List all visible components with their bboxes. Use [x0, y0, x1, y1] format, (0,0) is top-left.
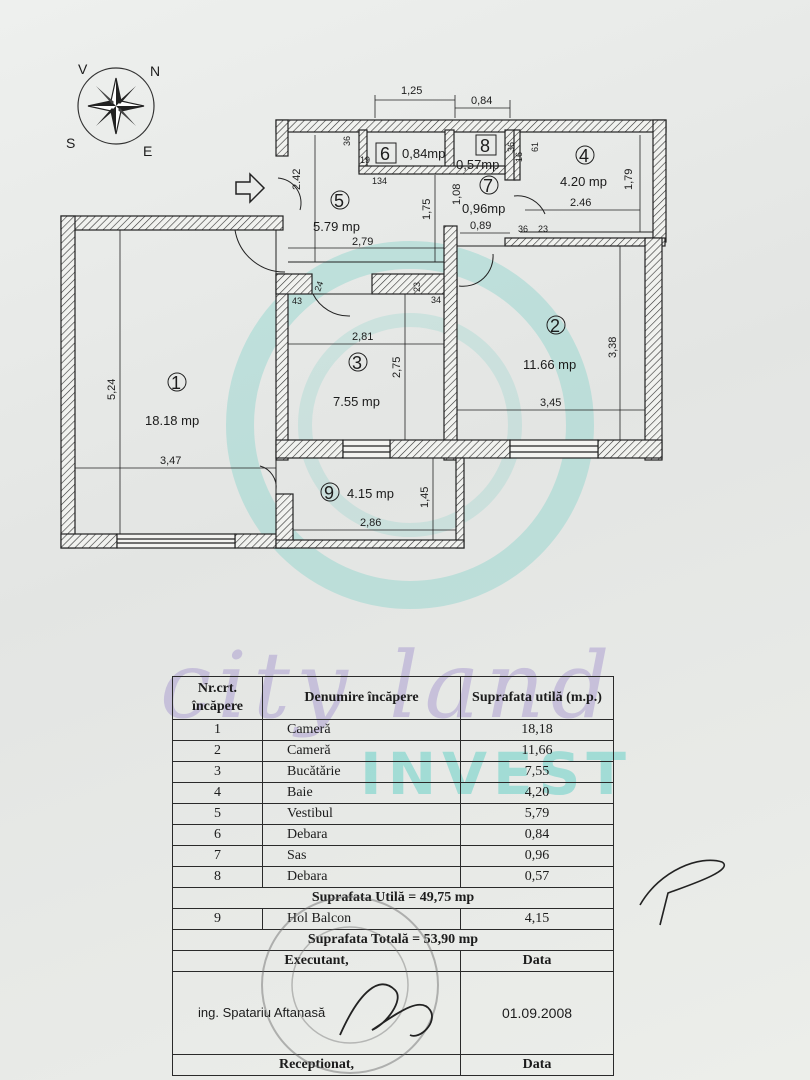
rooms-table: Nr.crt. încăpere Denumire încăpere Supra… — [172, 676, 614, 1076]
room-9-label: 9 — [320, 482, 340, 503]
area-room-4: 4.20 mp — [560, 174, 607, 189]
area-room-8: 0,57mp — [456, 157, 499, 172]
svg-text:1,75: 1,75 — [421, 199, 433, 220]
room-areas: 18.18 mp 11.66 mp 7.55 mp 4.20 mp 5.79 m… — [145, 146, 607, 501]
compass-icon: N E S V — [66, 61, 160, 159]
compass-e: E — [143, 143, 152, 159]
interior-lines — [74, 177, 653, 535]
total-area: Suprafata Totală = 53,90 mp — [172, 929, 614, 951]
total-row: Suprafata Totală = 53,90 mp — [172, 929, 614, 951]
area-room-9: 4.15 mp — [347, 486, 394, 501]
svg-text:3,38: 3,38 — [607, 337, 619, 358]
data-label-2: Data — [460, 1054, 614, 1076]
svg-text:2.42: 2.42 — [291, 169, 303, 190]
svg-text:7: 7 — [483, 176, 493, 196]
svg-text:36: 36 — [506, 142, 516, 152]
room-2-label: 2 — [546, 315, 566, 336]
svg-text:134: 134 — [372, 176, 387, 186]
svg-text:2.46: 2.46 — [570, 197, 591, 209]
executant-date: 01.09.2008 — [460, 971, 614, 1055]
svg-text:1,45: 1,45 — [419, 487, 431, 508]
room-numbers: 1 2 3 4 5 6 7 8 9 — [167, 134, 595, 503]
watermark-circle — [226, 241, 594, 609]
walls — [60, 119, 667, 549]
header-name: Denumire încăpere — [262, 676, 461, 720]
area-room-5: 5.79 mp — [313, 219, 360, 234]
receptionat-label: Receptionat, — [172, 1054, 461, 1076]
svg-text:1,08: 1,08 — [451, 184, 463, 205]
room-3-label: 3 — [348, 352, 368, 373]
svg-text:1: 1 — [171, 373, 181, 393]
svg-text:43: 43 — [292, 296, 302, 306]
area-room-3: 7.55 mp — [333, 394, 380, 409]
executant-label: Executant, — [172, 950, 461, 972]
area-room-1: 18.18 mp — [145, 413, 199, 428]
room-8-label: 8 — [475, 134, 497, 156]
entrance-arrow-icon — [235, 172, 266, 204]
svg-text:19: 19 — [360, 155, 370, 165]
svg-text:0,89: 0,89 — [470, 220, 491, 232]
dimension-texts: 1,25 0,84 2.42 134 1,08 1,75 2,79 0,89 2… — [106, 85, 635, 529]
header-area: Suprafata utilă (m.p.) — [460, 676, 614, 720]
svg-text:23: 23 — [412, 282, 422, 292]
svg-text:2,75: 2,75 — [391, 357, 403, 378]
svg-text:2,79: 2,79 — [352, 236, 373, 248]
area-room-2: 11.66 mp — [523, 357, 576, 372]
compass-v: V — [78, 61, 88, 77]
room-6-label: 6 — [375, 142, 397, 164]
svg-text:1,25: 1,25 — [401, 85, 422, 97]
svg-text:36: 36 — [518, 224, 528, 234]
receptionat-row: Receptionat, Data — [172, 1054, 614, 1076]
table-header-row: Nr.crt. încăpere Denumire încăpere Supra… — [172, 676, 614, 720]
svg-text:3: 3 — [352, 353, 362, 373]
executant-row: ing. Spatariu Aftanasă 01.09.2008 — [172, 971, 614, 1055]
compass-n: N — [150, 63, 160, 79]
svg-text:2,81: 2,81 — [352, 331, 373, 343]
svg-text:3,45: 3,45 — [540, 397, 561, 409]
svg-text:24: 24 — [312, 280, 325, 293]
dimension-lines — [75, 95, 645, 540]
room-4-label: 4 — [575, 145, 595, 166]
area-room-7: 0,96mp — [462, 201, 505, 216]
svg-text:2: 2 — [550, 316, 560, 336]
svg-text:16: 16 — [514, 152, 524, 162]
floor-plan: N E S V — [60, 61, 667, 609]
svg-text:8: 8 — [480, 136, 490, 156]
svg-text:36: 36 — [342, 136, 352, 146]
executant-name: ing. Spatariu Aftanasă — [198, 1005, 326, 1020]
svg-text:4: 4 — [579, 146, 589, 166]
data-label: Data — [460, 950, 614, 972]
compass-s: S — [66, 135, 75, 151]
svg-text:34: 34 — [431, 295, 441, 305]
svg-text:6: 6 — [380, 144, 390, 164]
svg-text:5: 5 — [334, 191, 344, 211]
header-nr: Nr.crt. încăpere — [172, 676, 263, 720]
room-5-label: 5 — [330, 190, 350, 211]
svg-text:9: 9 — [324, 483, 334, 503]
total-util-row: Suprafata Utilă = 49,75 mp — [172, 887, 614, 909]
area-room-6: 0,84mp — [402, 146, 445, 161]
executant-header-row: Executant, Data — [172, 950, 614, 972]
room-1-label: 1 — [167, 372, 187, 393]
svg-text:2,86: 2,86 — [360, 517, 381, 529]
room-7-label: 7 — [479, 175, 499, 196]
total-util: Suprafata Utilă = 49,75 mp — [172, 887, 614, 909]
svg-text:61: 61 — [530, 142, 540, 152]
svg-text:5,24: 5,24 — [106, 379, 118, 400]
svg-text:23: 23 — [538, 224, 548, 234]
svg-text:1,79: 1,79 — [623, 169, 635, 190]
svg-text:3,47: 3,47 — [160, 455, 181, 467]
svg-text:0,84: 0,84 — [471, 95, 492, 107]
